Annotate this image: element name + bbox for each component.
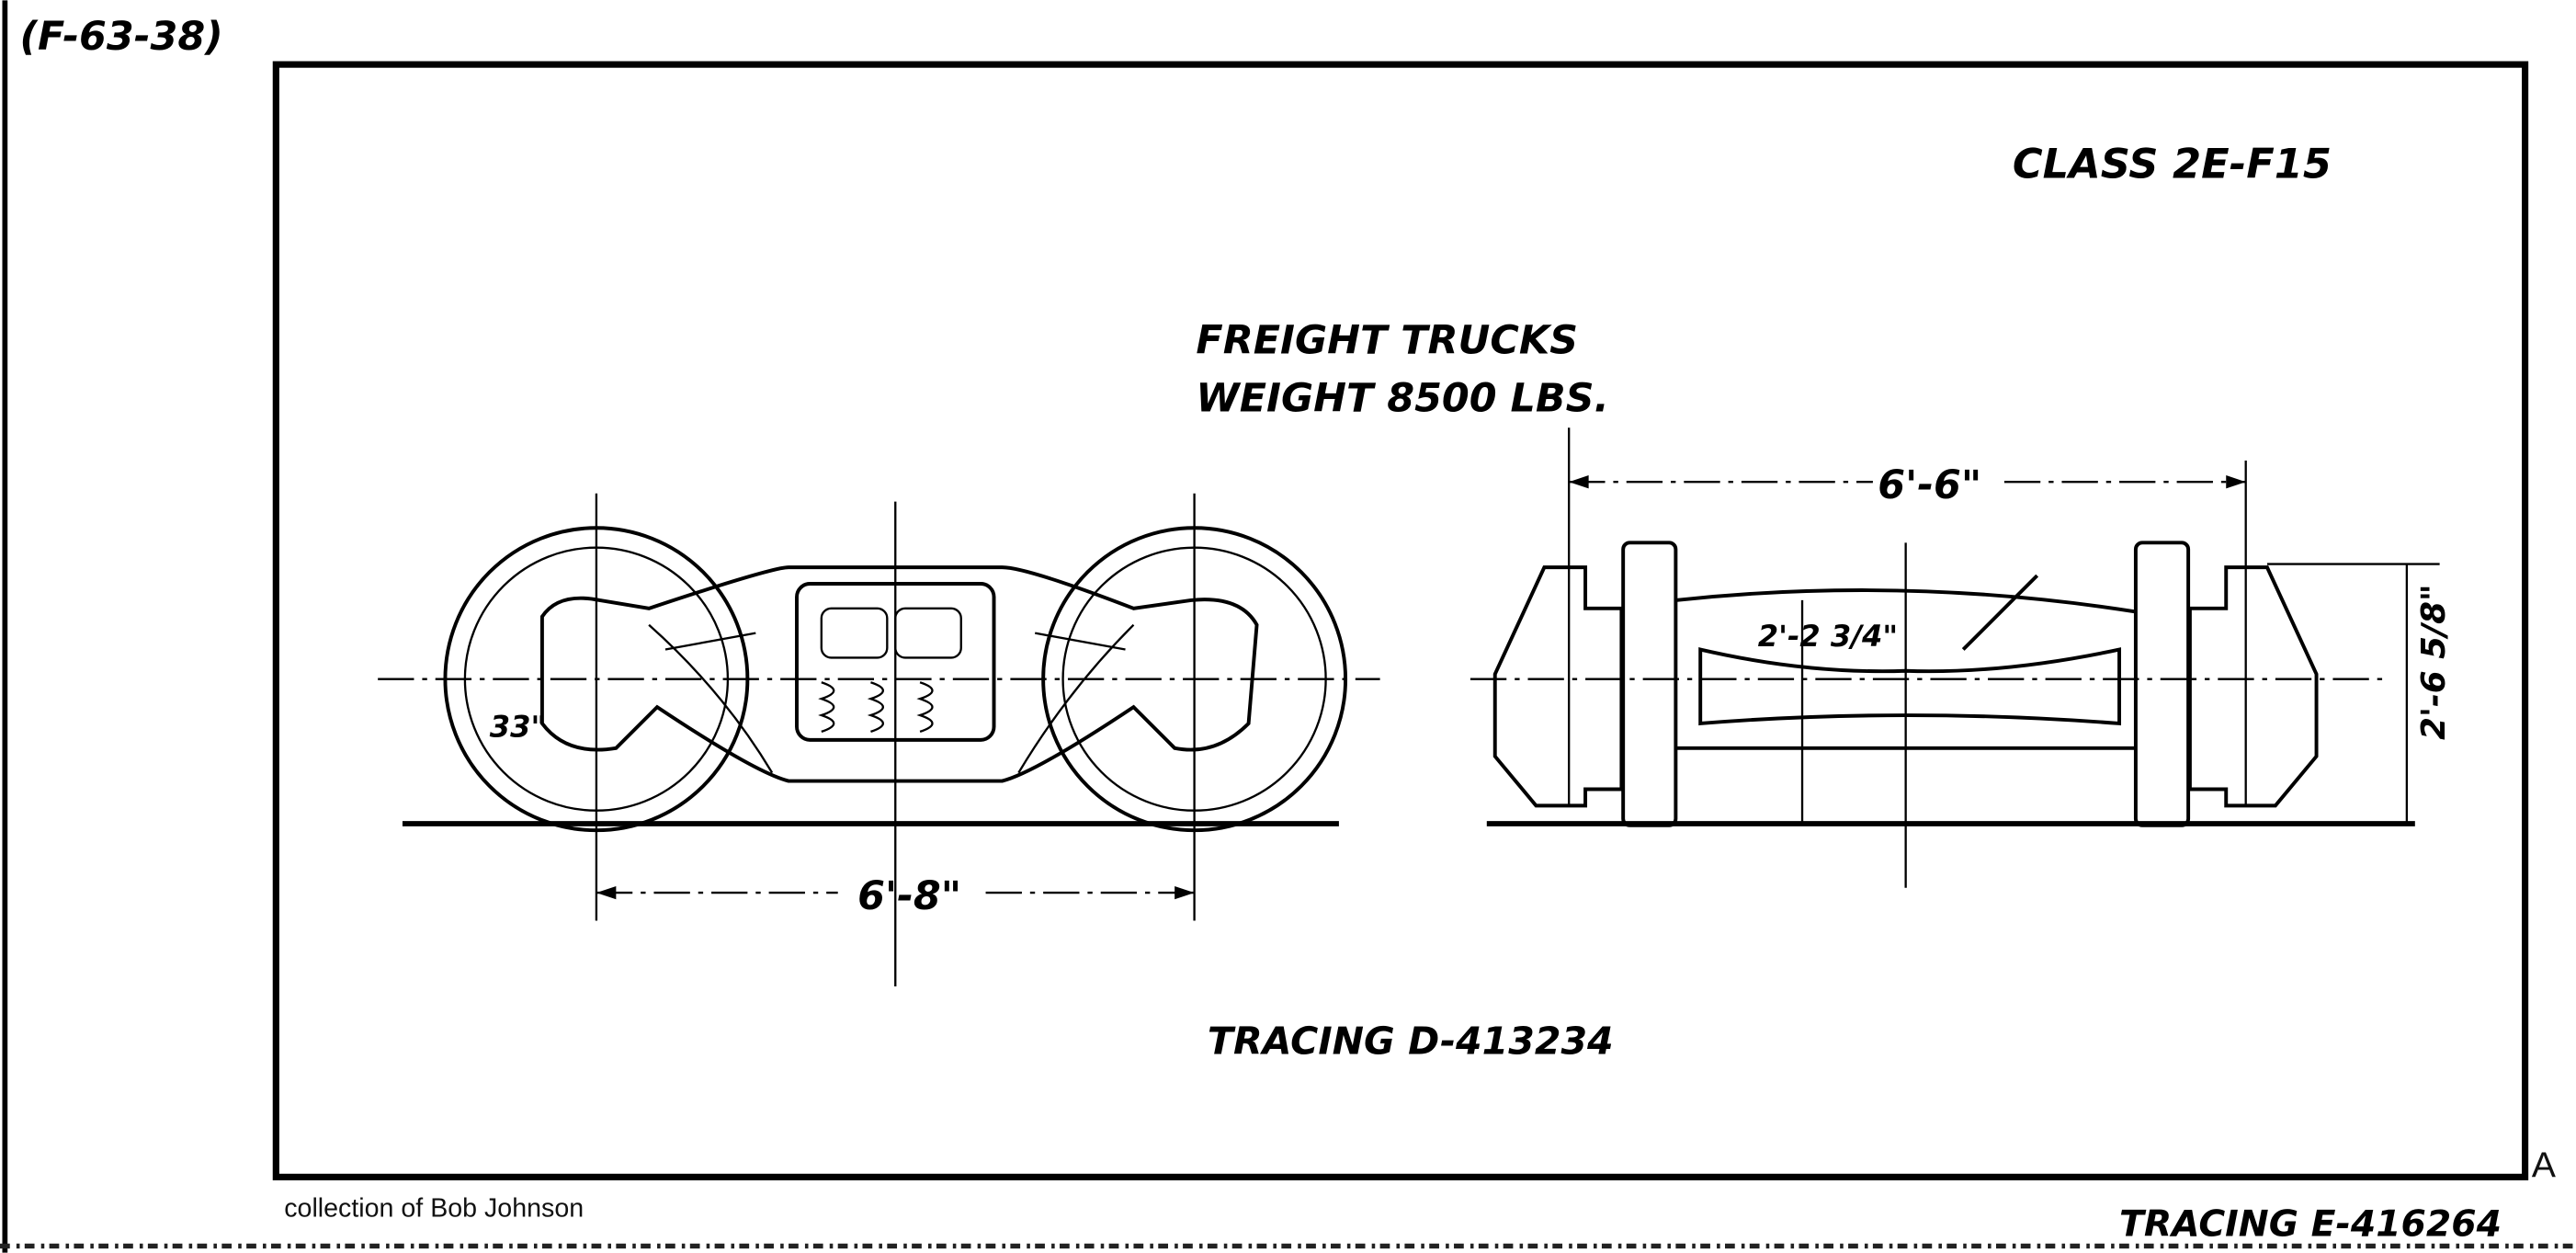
bolster-height-dimension: 2'-6 5/8" bbox=[2415, 584, 2453, 739]
journal-box-right bbox=[2187, 565, 2319, 808]
wheel-flange-left bbox=[1621, 541, 1678, 827]
wheel-flange-right bbox=[2133, 541, 2191, 827]
side-view-truck: 33" 6'-8" bbox=[378, 493, 1380, 986]
file-reference: (F-63-38) bbox=[19, 14, 222, 60]
tracing-inner-label: TRACING D-413234 bbox=[1208, 1019, 1614, 1063]
sheet-mark: A bbox=[2532, 1145, 2557, 1185]
gauge-width-dimension: 6'-6" bbox=[1878, 462, 1981, 508]
tracing-outer-label: TRACING E-416264 bbox=[2119, 1204, 2502, 1246]
journal-box-left bbox=[1492, 565, 1624, 808]
wheel-diameter-label: 33" bbox=[490, 709, 547, 744]
wheel-left bbox=[443, 526, 750, 833]
axle bbox=[1675, 588, 2137, 726]
credit-text: collection of Bob Johnson bbox=[284, 1193, 584, 1223]
axle-height-dimension: 2'-2 3/4" bbox=[1758, 619, 1898, 654]
wheel-right bbox=[1041, 526, 1348, 833]
end-view-truck: 6'-6" 2'-2 3/4" 2'-6 5/8" bbox=[1470, 427, 2453, 888]
side-frame bbox=[539, 565, 1259, 783]
title-line-1: FREIGHT TRUCKS bbox=[1196, 318, 1578, 364]
title-line-2: WEIGHT 8500 LBS. bbox=[1196, 375, 1608, 421]
class-label: CLASS 2E-F15 bbox=[2013, 140, 2332, 188]
drawing-border bbox=[272, 61, 2529, 1180]
wheelbase-dimension: 6'-8" bbox=[857, 873, 961, 919]
bolster bbox=[795, 582, 996, 742]
